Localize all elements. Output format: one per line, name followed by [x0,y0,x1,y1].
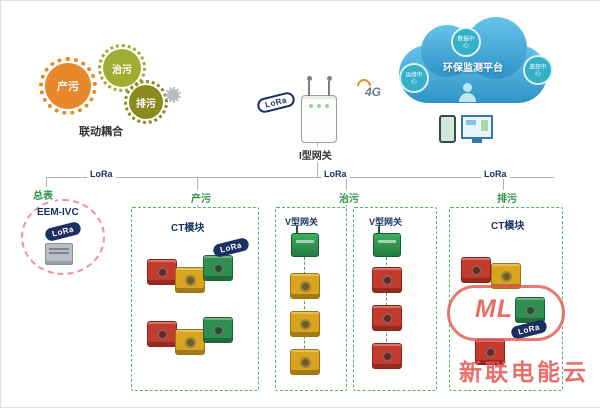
cloud-platform-title: 环保监测平台 [443,63,503,74]
gateway-label: I型网关 [297,147,334,162]
bus-lora-label-center: LoRa [321,169,350,179]
ct-module-yellow [290,273,320,299]
led-icon [325,104,329,108]
dashboard-monitor-icon [461,115,493,143]
ct-module-yellow [175,329,205,355]
ct-module-red [147,259,177,285]
watermark-cloud-icon [447,285,565,341]
cloud-badge-data-center: 数据中心 [451,27,481,57]
meter-drop-line [46,177,47,189]
bus-lora-label-right: LoRa [481,169,510,179]
gear-discharge-label: 排污 [136,98,156,110]
ct-module-red [372,305,402,331]
zone-discharge-device-label: CT模块 [491,221,525,232]
mobile-phone-icon [439,115,456,143]
ct-module-red [147,321,177,347]
ct-module-green [203,255,233,281]
ct-module-yellow [175,267,205,293]
gear-caption: 联动耦合 [79,126,123,138]
v-gateway-a-icon [291,226,319,257]
gear-produce-icon: 产污 [39,57,97,115]
gear-treat-label: 治污 [112,64,132,76]
meter-model: EEM-IVC [37,207,79,218]
gear-discharge-icon: 排污 [124,80,168,124]
zone-treat-box-b [353,207,437,391]
zone-treat-title: 治污 [337,190,361,205]
bus-lora-label-left: LoRa [87,169,116,179]
v-gateway-a-label: V型网关 [285,217,319,227]
user-icon [459,83,476,102]
gateway-lora-badge: LoRa [255,90,297,115]
ct-module-yellow [491,263,521,289]
cloud-badge-ops-center: 运维中心 [399,63,429,93]
ct-module-red [461,257,491,283]
ct-module-yellow [290,349,320,375]
4g-signal-icon: 4G [365,85,382,99]
cloud-badge-monitor-center: 监控中心 [523,55,553,85]
v-gateway-b-icon [373,226,401,257]
ct-module-red [372,267,402,293]
gateway-device-icon [301,76,337,143]
zone-discharge-title: 排污 [495,190,519,205]
zone-produce-title: 产污 [189,190,213,205]
meter-device-icon [45,243,73,265]
zone-produce-box [131,207,259,391]
ct-module-red [475,339,505,365]
v-gateway-b-label: V型网关 [369,217,403,227]
gear-produce-label: 产污 [57,81,79,93]
zone-treat-box-a [275,207,347,391]
meter-zone-circle [21,199,105,275]
zone-produce-device-label: CT模块 [171,223,205,234]
ct-module-green [203,317,233,343]
lora-bus-line [46,177,554,178]
led-icon [309,104,313,108]
led-icon [317,104,321,108]
small-gear-icon [165,87,181,103]
meter-title: 总表 [31,187,55,202]
gear-treat-icon: 治污 [98,44,146,92]
ct-module-red [372,343,402,369]
antenna-icon [306,76,312,96]
antenna-icon [326,76,332,96]
ct-module-yellow [290,311,320,337]
